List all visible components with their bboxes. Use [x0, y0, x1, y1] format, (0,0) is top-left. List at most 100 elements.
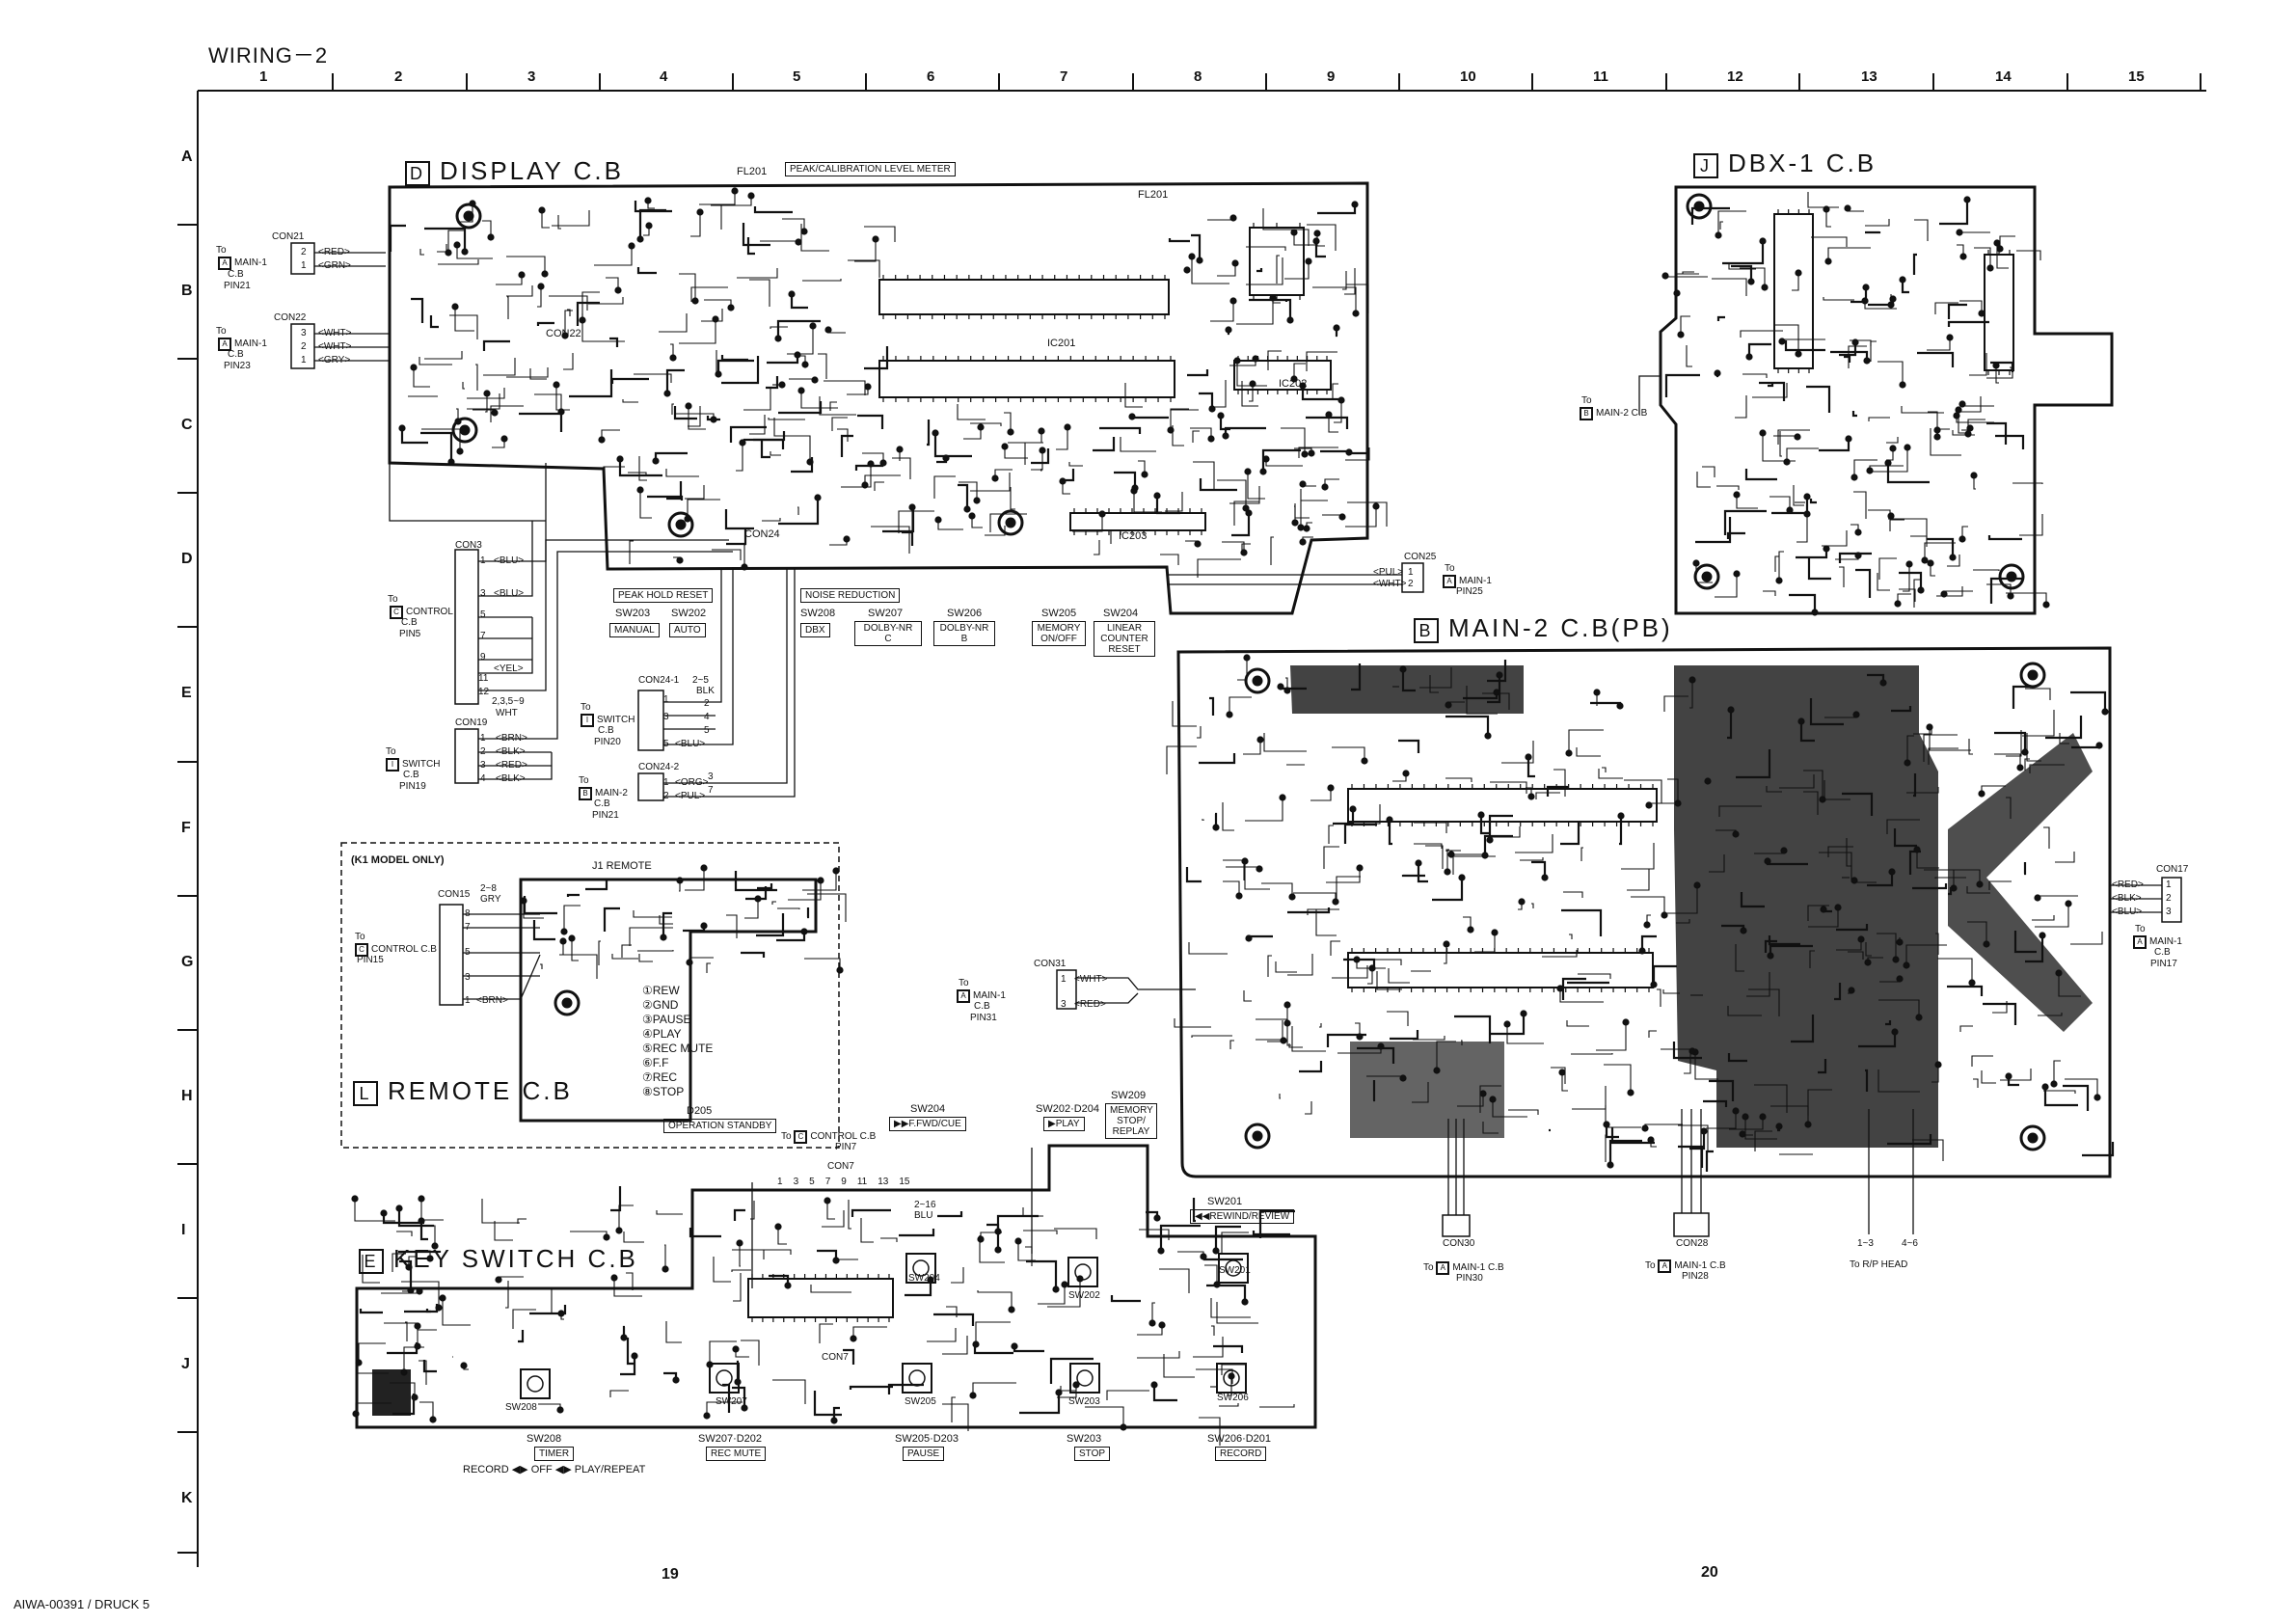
dbx-pad-48 — [1677, 331, 1685, 338]
dbx-pad-120 — [1786, 506, 1794, 514]
dbx-trace-125 — [1773, 435, 1798, 437]
dbx-pad-99 — [1921, 556, 1929, 564]
main2-trace-226 — [1667, 778, 1679, 803]
dbx-trace-141 — [1868, 417, 1890, 421]
con7-pin-5: 5 — [809, 1177, 815, 1187]
dbx-pad-35 — [1917, 586, 1925, 594]
con24-1-pin-1: 1 — [663, 694, 669, 705]
dbx-trace-8 — [1961, 404, 1994, 407]
main2-trace-109 — [1885, 1020, 1892, 1026]
main2-pad-259 — [2039, 932, 2046, 939]
remote-legend-item-5: ⑤REC MUTE — [642, 1042, 714, 1055]
main2-trace-229 — [1307, 908, 1339, 915]
main2-trace-30 — [1226, 866, 1260, 869]
display-lower-trace-14 — [840, 434, 853, 457]
dbx-pad-130 — [1889, 445, 1897, 452]
keyswitch-pad-13 — [1014, 1237, 1022, 1245]
con24-1-pin-3: 3 — [663, 712, 669, 722]
main2-pad-164 — [1241, 857, 1249, 865]
main2-pad-102 — [2065, 900, 2072, 907]
con17-board-letter: A — [2133, 935, 2147, 949]
dbx-trace-100 — [1722, 241, 1765, 265]
rp-head-target: To R/P HEAD — [1850, 1259, 1908, 1270]
keyswitch-pad-65 — [400, 1368, 408, 1376]
display-trace-71 — [506, 285, 533, 297]
main2-pad-255 — [1848, 987, 1855, 994]
main2-trace-280 — [1343, 823, 1377, 844]
display-right-trace-28 — [1262, 208, 1286, 230]
main2-pad-291 — [1356, 1033, 1364, 1041]
keyswitch-trace-28 — [1025, 1246, 1033, 1266]
display-right-pad-48 — [1188, 253, 1196, 260]
con17-wire-blu: <BLU> — [2112, 907, 2143, 917]
display-right-trace-19 — [1207, 218, 1234, 221]
display-trace-11 — [555, 385, 570, 411]
main2-trace-139 — [1968, 739, 1973, 755]
main2-pad-245 — [1603, 1121, 1610, 1128]
main2-pad-149 — [1857, 935, 1865, 943]
main2-trace-61 — [1445, 715, 1490, 736]
dbx-pad-117 — [1970, 472, 1978, 479]
dbx-trace-88 — [1717, 210, 1746, 235]
con31-wire-red: <RED> — [1074, 999, 1106, 1010]
keyswitch-pad-24 — [850, 1335, 857, 1342]
dbx-trace-52 — [1819, 439, 1850, 452]
dolby-c-box: DOLBY-NR C — [854, 621, 922, 646]
keyswitch-trace-135 — [402, 1287, 410, 1292]
display-trace-91 — [536, 321, 554, 326]
con21-pin-b: 1 — [301, 260, 307, 271]
record-off-play-line: RECORD ◀▶ OFF ◀▶ PLAY/REPEAT — [463, 1464, 646, 1475]
main2-trace-13 — [1568, 729, 1604, 753]
main2-pad-48 — [1415, 859, 1422, 867]
con28-to: To — [1645, 1260, 1656, 1271]
dbx-trace-133 — [1779, 431, 1782, 457]
display-lower-trace-88 — [1031, 450, 1043, 471]
display-pad-70 — [795, 238, 802, 246]
main2-pad-38 — [1903, 961, 1910, 969]
main2-trace-46 — [2013, 931, 2037, 954]
dbx-pad-11 — [1899, 276, 1906, 284]
main2-pad-55 — [1727, 706, 1735, 714]
dbx-pad-146 — [1996, 245, 2004, 253]
dbx-trace-89 — [1958, 396, 1982, 413]
dbx-trace-118 — [1987, 535, 2022, 541]
display-trace-104 — [537, 286, 542, 308]
key-switch-actuator-3 — [1076, 1369, 1094, 1387]
keyswitch-trace-98 — [1258, 1209, 1295, 1238]
remote-trace-28 — [685, 868, 705, 891]
main2-trace-135 — [1994, 731, 2027, 752]
dbx-trace-94 — [1934, 302, 1958, 314]
main2-trace-108 — [1803, 770, 1823, 799]
display-lower-trace-69 — [618, 459, 662, 477]
display-lower-pad-71 — [739, 439, 746, 447]
main2-trace-165 — [1285, 677, 1288, 690]
display-right-pad-21 — [1291, 519, 1299, 527]
keyswitch-trace-84 — [1206, 1284, 1247, 1302]
con17-target-name: MAIN-1 — [2149, 936, 2182, 947]
main2-trace-302 — [2022, 710, 2055, 737]
display-right-trace-54 — [1307, 224, 1337, 251]
display-right-pad-26 — [1299, 382, 1307, 390]
main2-pad-158 — [1896, 938, 1904, 946]
keyswitch-trace-0 — [1193, 1337, 1224, 1358]
main2-trace-276 — [1299, 1061, 1323, 1073]
dbx-trace-9 — [1851, 411, 1857, 418]
main2-pad-248 — [1399, 665, 1407, 673]
display-right-pad-22 — [1290, 375, 1298, 383]
main2-trace-67 — [1727, 1006, 1762, 1016]
dbx-trace-138 — [1957, 244, 1964, 257]
dbx-trace-102 — [1917, 351, 1955, 367]
dbx-pad-149 — [2007, 592, 2014, 600]
display-right-pad-6 — [1313, 230, 1321, 237]
keyswitch-trace-112 — [1221, 1364, 1246, 1375]
display-trace-95 — [673, 406, 697, 420]
column-label-2: 2 — [394, 68, 403, 85]
main2-pad-108 — [1819, 796, 1826, 803]
keyswitch-trace-31 — [419, 1360, 427, 1385]
main2-trace-38 — [1905, 944, 1947, 965]
remote-trace-12 — [756, 913, 785, 937]
display-trace-18 — [424, 227, 467, 252]
main2-pad-303 — [1520, 1010, 1527, 1017]
key-switch-actuator-5 — [912, 1259, 930, 1277]
dbx-trace-5 — [1716, 485, 1740, 490]
